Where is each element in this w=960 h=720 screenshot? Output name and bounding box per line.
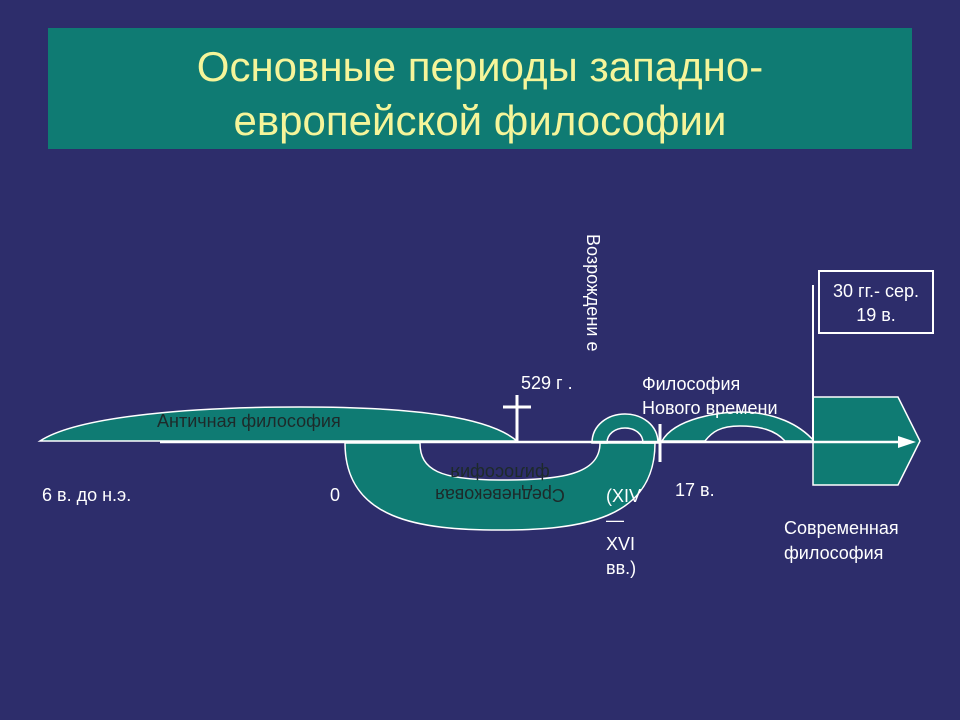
date-start: 6 в. до н.э. [42,485,132,505]
renaissance-label: Возрождени е [582,234,604,351]
medieval-label: Средневековая философия [415,462,585,506]
timeline-arrowhead [898,436,916,448]
modern-label-line-1: Философия [642,374,741,394]
ancient-arc [37,406,520,442]
title-line-2: европейской философии [233,97,727,144]
ancient-label: Античная философия [157,411,341,431]
date-529: 529 г . [521,373,573,393]
renaissance-range-1: (XIV [606,486,642,506]
title-line-1: Основные периоды западно- [196,43,764,90]
renaissance-range-4: вв.) [606,558,637,578]
medieval-arc [344,442,656,531]
medieval-label-line-1: Средневековая [435,485,565,505]
medieval-label-line-2: философия [450,463,550,483]
page-title: Основные периоды западно- европейской фи… [48,40,912,148]
modern-label-line-2: Нового времени [642,398,778,418]
period-box-line-2: 19 в. [856,305,896,325]
date-zero: 0 [330,485,341,505]
renaissance-label-line-1: Возрождени [583,234,603,337]
contemporary-label: Современная философия [784,516,899,566]
modern-label: Философия Нового времени [642,372,778,420]
title-banner [48,28,912,149]
contemporary-label-line-2: философия [784,543,884,563]
period-box-line-1: 30 гг.- сер. [833,281,919,301]
period-box: 30 гг.- сер. 19 в. [818,270,934,334]
renaissance-label-line-2: е [583,341,603,352]
date-17c: 17 в. [675,480,715,500]
renaissance-range-3: XVI [606,534,636,554]
renaissance-range-2: — [606,510,624,530]
renaissance-range: (XIV — XVI вв.) [606,484,641,580]
contemporary-label-line-1: Современная [784,518,899,538]
